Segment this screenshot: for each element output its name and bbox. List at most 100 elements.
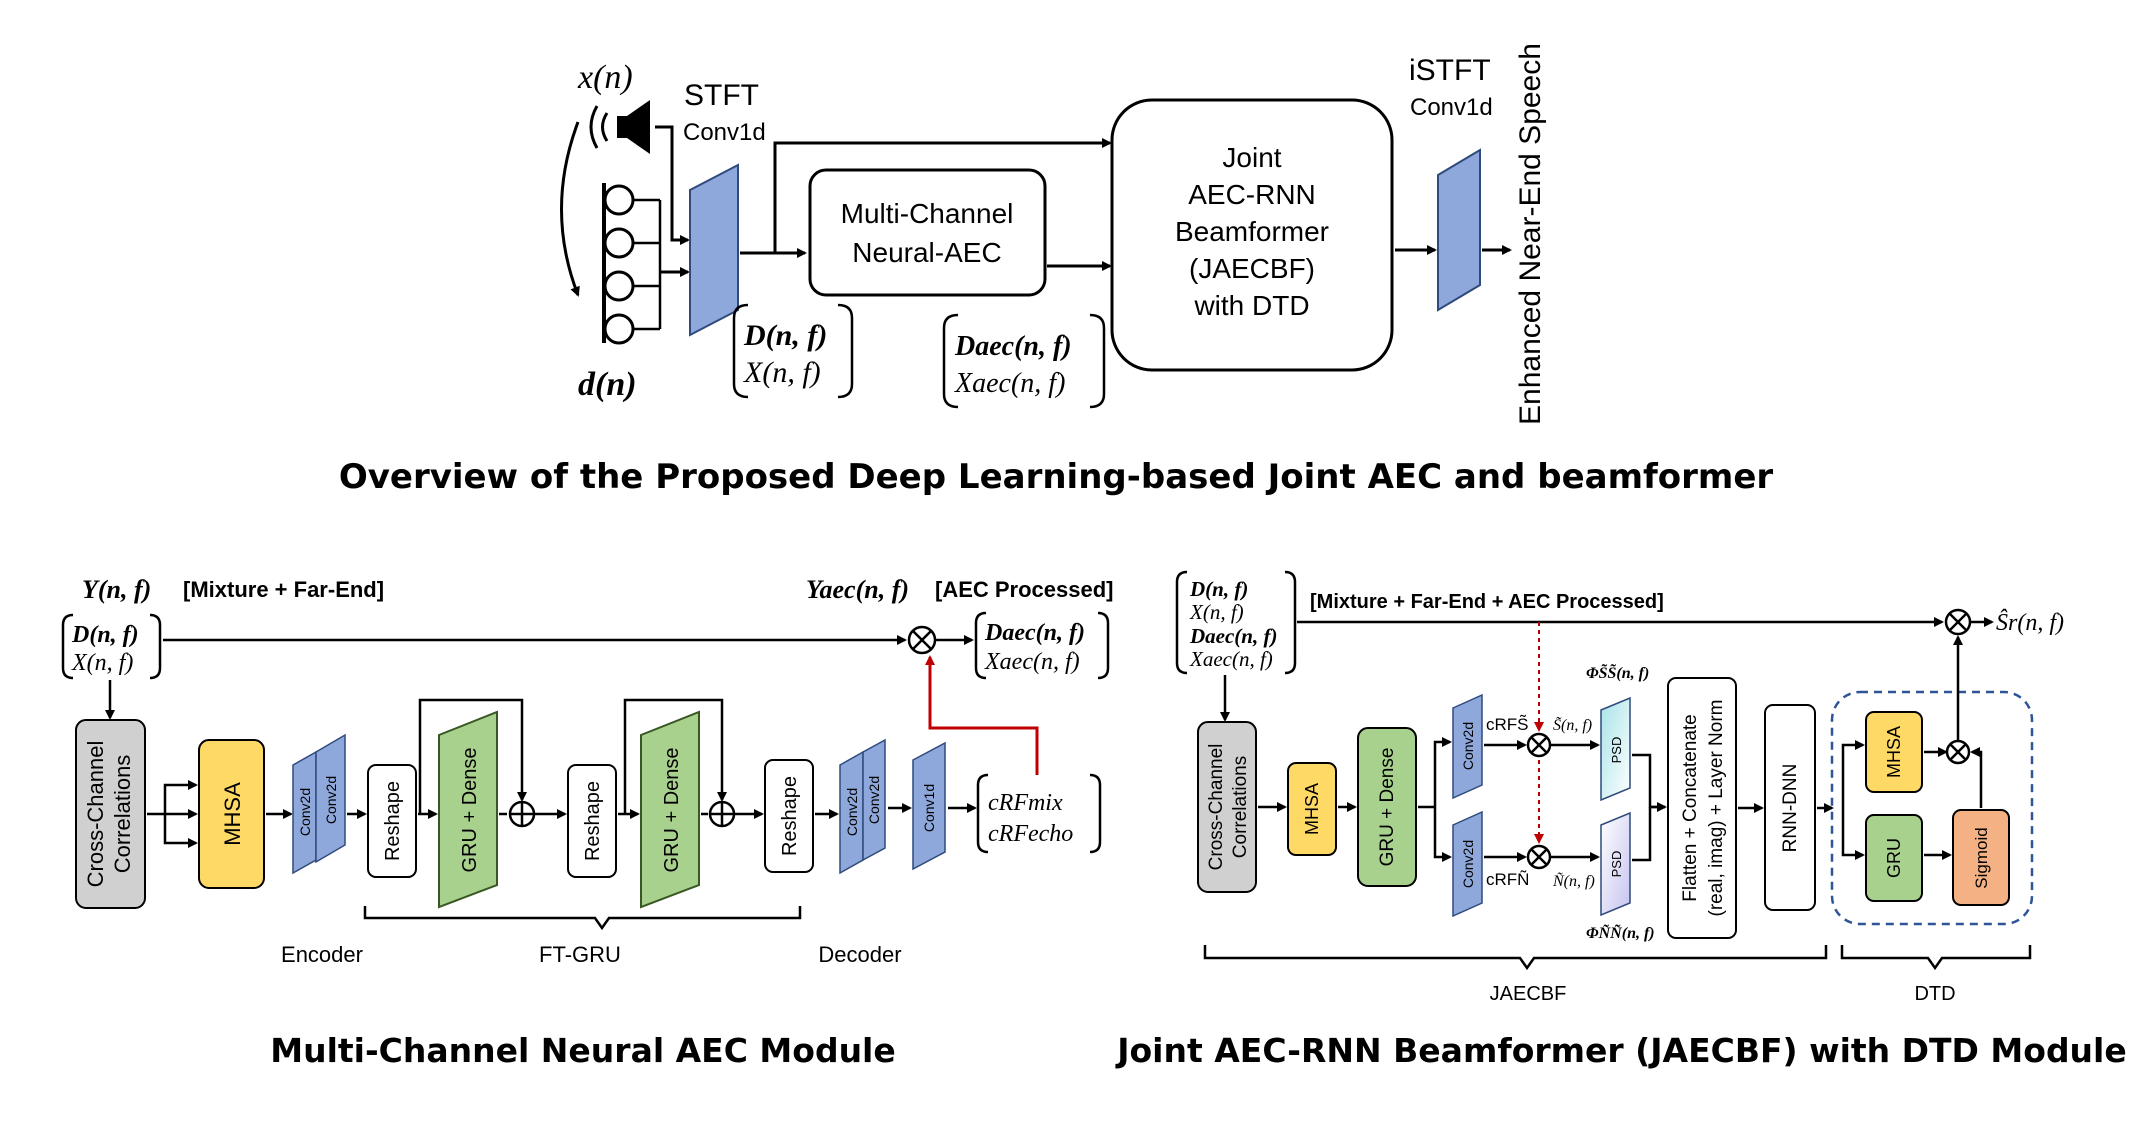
aec-input-vector: D(n, f) X(n, f) xyxy=(61,613,162,680)
aec-decoder-conv2d-2 xyxy=(862,738,886,862)
jaecbf-desc: [Mixture + Far-End + AEC Processed] xyxy=(1310,591,1664,613)
jaecbf-psd-n-label: PSD xyxy=(1609,851,1624,878)
stft-to-jaecbf-arrow xyxy=(773,138,1112,253)
aec-output-vector: Daec(n, f) Xaec(n, f) xyxy=(974,611,1110,680)
aec-reshape-2 xyxy=(567,764,617,878)
aec-residual-1 xyxy=(418,698,527,814)
aec-encoder-label: Encoder xyxy=(281,942,363,967)
jaecbf-conv2d-s-label: Conv2d xyxy=(1460,722,1476,770)
stft-sub-label: Conv1d xyxy=(683,119,766,146)
jaecbf-flatten-box xyxy=(1667,677,1737,939)
jaecbf-n-tilde: Ñ(n, f) xyxy=(1552,871,1595,890)
speaker-to-stft-arrow xyxy=(655,125,690,245)
jaecbf-input-vector: D(n, f) X(n, f) Daec(n, f) Xaec(n, f) xyxy=(1175,570,1297,675)
aec-dec-conv-label-2: Conv2d xyxy=(866,776,882,824)
jaecbf-in-vec-3: Xaec(n, f) xyxy=(1189,647,1273,671)
aec-reshape-3 xyxy=(764,759,814,873)
aec-yaec-desc: [AEC Processed] xyxy=(935,577,1114,602)
microphone-array-icon xyxy=(602,183,662,345)
jaecbf-in-vec-2: Daec(n, f) xyxy=(1189,624,1277,648)
jaecbf-phi-nn: ΦÑÑ(n, f) xyxy=(1586,923,1655,942)
d-n-label: d(n) xyxy=(578,366,637,403)
jaecbf-conv2d-s xyxy=(1452,693,1483,800)
jaecbf-line-5: with DTD xyxy=(1193,290,1309,321)
df-vec-d: D(n, f) xyxy=(743,319,827,352)
jaecbf-mhsa-box xyxy=(1287,762,1337,856)
dtd-gru-label: GRU xyxy=(1884,838,1904,878)
aec-crf-vector: cRFmix cRFecho xyxy=(976,773,1102,854)
jaecbf-line-3: Beamformer xyxy=(1175,216,1329,247)
aec-in-vec-x: X(n, f) xyxy=(71,650,133,676)
aec-conv1d xyxy=(912,741,946,871)
jaecbf-psd-s-label: PSD xyxy=(1609,737,1624,764)
dfaec-vec-d: Daec(n, f) xyxy=(954,331,1072,362)
aec-mhsa-box xyxy=(198,739,265,889)
dtd-dashed-region xyxy=(1830,690,2034,926)
istft-block xyxy=(1437,148,1481,312)
aec-reshape-3-label: Reshape xyxy=(779,776,801,856)
stft-block xyxy=(689,163,739,337)
jaecbf-line-1: Joint xyxy=(1222,142,1281,173)
overview-section: x(n) d(n) STFT Conv1d Multi-Channel xyxy=(339,43,1774,497)
dtd-mhsa-box xyxy=(1865,711,1923,793)
jaecbf-gru-dense-box xyxy=(1357,727,1417,887)
speaker-icon xyxy=(589,100,650,154)
output-label: Enhanced Near-End Speech xyxy=(1514,43,1547,425)
x-n-label: x(n) xyxy=(577,59,633,96)
aec-crf-echo: cRFecho xyxy=(988,821,1073,847)
aec-cross-line-1: Cross-Channel xyxy=(83,741,108,888)
jaecbf-module-section: D(n, f) X(n, f) Daec(n, f) Xaec(n, f) [M… xyxy=(1115,570,2127,1070)
neural-aec-line-1: Multi-Channel xyxy=(841,198,1014,229)
jaecbf-flatten-line-2: (real, imag) + Layer Norm xyxy=(1706,700,1727,917)
dtd-gru-box xyxy=(1865,814,1923,902)
jaecbf-cross-line-1: Cross-Channel xyxy=(1206,744,1227,871)
jaecbf-conv2d-n xyxy=(1452,810,1483,918)
jaecbf-phi-ss: ΦS̃S̃(n, f) xyxy=(1586,663,1649,682)
aec-reshape-2-label: Reshape xyxy=(582,781,604,861)
jaecbf-s-tilde: S̃(n, f) xyxy=(1553,716,1592,734)
dfaec-vector: Daec(n, f) Xaec(n, f) xyxy=(942,313,1106,409)
aec-residual-2 xyxy=(623,698,727,814)
aec-ftgru-label: FT-GRU xyxy=(539,942,621,967)
overview-title: Overview of the Proposed Deep Learning-b… xyxy=(339,457,1774,497)
jaecbf-output-label: Ŝr(n, f) xyxy=(1996,609,2064,636)
aec-reshape-1 xyxy=(367,764,417,878)
ftgru-brace xyxy=(363,906,802,931)
jaecbf-in-vec-0: D(n, f) xyxy=(1189,577,1248,601)
jaecbf-mhsa-label: MHSA xyxy=(1302,783,1322,835)
df-vec-x: X(n, f) xyxy=(743,356,821,389)
aec-gru-dense-1-label: GRU + Dense xyxy=(459,747,481,872)
jaecbf-cross-channel-box xyxy=(1197,721,1257,893)
jaecbf-rnn-dnn-label: RNN-DNN xyxy=(1780,764,1801,853)
aec-cross-channel-box xyxy=(75,719,146,909)
aec-crf-feedback-arrow xyxy=(925,655,1039,775)
jaecbf-line-2: AEC-RNN xyxy=(1188,179,1316,210)
jaecbf-crf-s: cRFS̃ xyxy=(1486,714,1529,734)
aec-mhsa-label: MHSA xyxy=(220,782,245,846)
aec-module-section: Y(n, f) [Mixture + Far-End] Yaec(n, f) [… xyxy=(61,575,1114,1070)
jaecbf-gru-dense-label: GRU + Dense xyxy=(1377,748,1398,867)
aec-gru-dense-2 xyxy=(640,710,700,909)
aec-encoder-conv2d-2 xyxy=(315,733,346,864)
aec-enc-conv-label-1: Conv2d xyxy=(297,788,313,836)
neural-aec-line-2: Neural-AEC xyxy=(852,237,1001,268)
jaecbf-crf-n: cRFÑ xyxy=(1486,870,1529,889)
jaecbf-cross-line-2: Correlations xyxy=(1230,756,1251,858)
stft-label: STFT xyxy=(684,79,759,112)
dtd-sigmoid-label: Sigmoid xyxy=(1972,827,1991,888)
dtd-mhsa-label: MHSA xyxy=(1884,726,1904,778)
jaecbf-brace xyxy=(1203,945,1828,971)
aec-dec-conv-label-1: Conv2d xyxy=(844,788,860,836)
istft-label: iSTFT xyxy=(1409,54,1491,87)
aec-out-vec-d: Daec(n, f) xyxy=(984,620,1085,646)
aec-enc-conv-label-2: Conv2d xyxy=(323,776,339,824)
aec-y-desc: [Mixture + Far-End] xyxy=(183,577,384,602)
aec-cross-line-2: Correlations xyxy=(110,755,135,874)
aec-conv1d-label: Conv1d xyxy=(921,784,937,832)
dtd-sigmoid-box xyxy=(1952,809,2010,906)
aec-yaec-label: Yaec(n, f) xyxy=(806,575,909,604)
neural-aec-box xyxy=(808,168,1047,297)
jaecbf-psd-n xyxy=(1600,811,1631,917)
